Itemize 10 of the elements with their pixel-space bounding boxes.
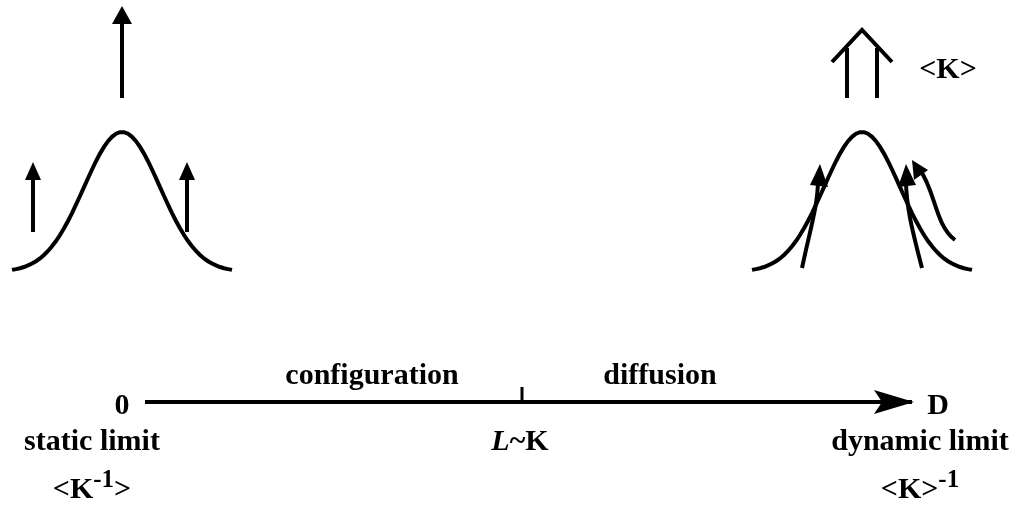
region-label: configuration [285, 359, 459, 389]
formula-label: <K$^{-1}$> [52, 465, 132, 503]
axis-label: 0 [114, 389, 130, 419]
formula-label: <K>$^{-1}$ [880, 465, 960, 503]
region-label: diffusion [603, 359, 717, 389]
label: <K> [919, 53, 977, 83]
axis-label: D [927, 389, 949, 419]
limit-label: static limit [24, 425, 160, 455]
scale-label: L~K [491, 425, 549, 455]
limit-label: dynamic limit [831, 425, 1009, 455]
